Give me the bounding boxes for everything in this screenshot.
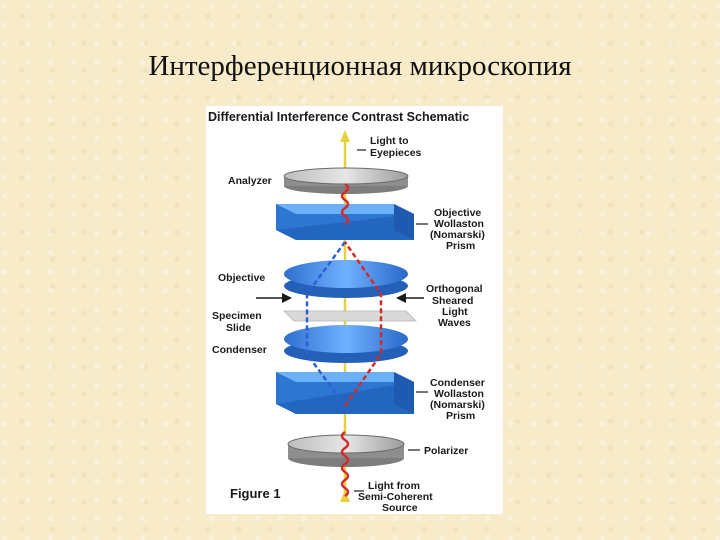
label-condenser: Condenser [212,344,267,356]
wave-left-blue [305,241,347,407]
label-light-to: Light to [370,135,408,147]
label-sheared: Sheared [432,295,473,307]
label-objective-wollaston-1: Objective [434,207,481,219]
slide-title: Интерференционная микроскопия [148,50,572,82]
label-waves: Waves [438,317,471,329]
label-source: Source [382,502,418,514]
label-polarizer: Polarizer [424,445,468,457]
label-objective-wollaston-4: Prism [446,240,475,252]
label-slide: Slide [226,322,251,334]
label-objective-wollaston-3: (Nomarski) [430,229,485,241]
objective-lens [284,260,408,298]
label-eyepieces: Eyepieces [370,147,422,159]
condenser-wollaston-prism [276,372,414,414]
label-objective-wollaston-2: Wollaston [434,218,484,230]
light-waves [305,182,383,498]
dic-schematic-svg: Differential Interference Contrast Schem… [208,110,485,514]
wave-top-red [340,182,350,226]
top-arrowhead [340,130,350,142]
label-condenser-wollaston-4: Prism [446,410,475,422]
label-condenser-wollaston-3: (Nomarski) [430,399,485,411]
figure-title: Differential Interference Contrast Schem… [208,110,469,124]
label-specimen: Specimen [212,310,262,322]
label-orthogonal: Orthogonal [426,283,483,295]
figure-caption: Figure 1 [230,486,281,501]
condenser-lens [284,325,408,363]
pointer-lines [354,149,428,492]
label-objective: Objective [218,272,265,284]
wave-right-red [343,241,383,407]
label-analyzer: Analyzer [228,175,272,187]
wave-source-red [340,430,350,498]
label-light: Light [442,306,468,318]
label-condenser-wollaston-1: Condenser [430,377,485,389]
objective-wollaston-prism [276,204,414,240]
dic-schematic-figure: Differential Interference Contrast Schem… [206,106,503,514]
label-semi-coherent: Semi-Coherent [358,491,433,503]
specimen-slide [283,310,417,322]
orthogonal-arrows [256,293,424,303]
label-light-from: Light from [368,480,420,492]
label-condenser-wollaston-2: Wollaston [434,388,484,400]
